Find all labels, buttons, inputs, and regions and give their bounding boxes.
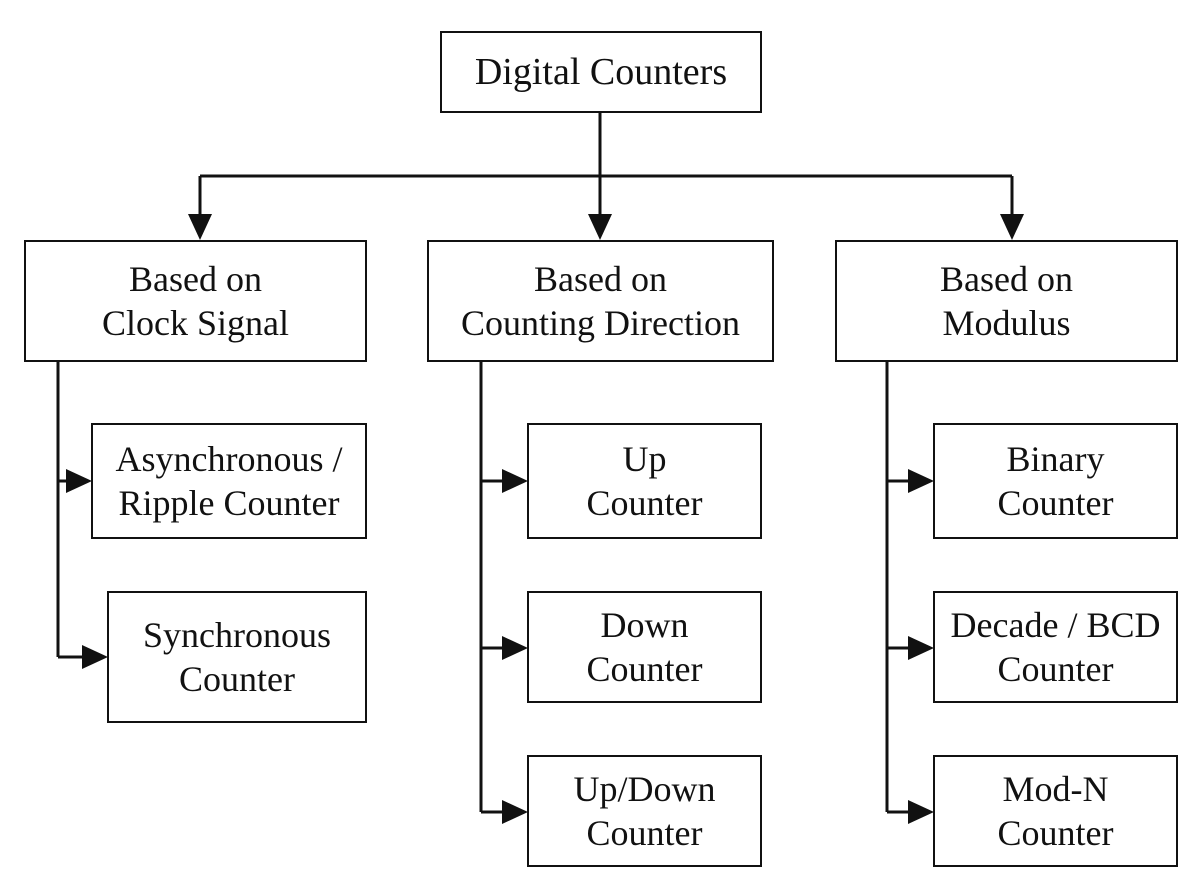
node-line-1: Asynchronous / <box>115 439 343 479</box>
node-line-2: Counter <box>997 483 1114 523</box>
node-line-2: Ripple Counter <box>118 483 340 523</box>
node-line-2: Counter <box>586 813 703 853</box>
modulus-child-3-arrowhead <box>908 800 934 824</box>
clock-child-1-arrowhead <box>66 469 92 493</box>
node-line-2: Counter <box>179 659 295 699</box>
node-binary-counter: Binary Counter <box>933 423 1178 539</box>
root-label: Digital Counters <box>474 51 728 93</box>
category-counting-direction: Based on Counting Direction <box>427 240 774 362</box>
node-line-1: Decade / BCD <box>950 605 1161 645</box>
node-mod-n-counter: Mod-N Counter <box>933 755 1178 867</box>
category-modulus-line-2: Modulus <box>942 303 1071 343</box>
node-line-2: Counter <box>997 813 1114 853</box>
category-direction-line-2: Counting Direction <box>461 303 740 343</box>
node-line-1: Up/Down <box>573 769 716 809</box>
node-line-2: Counter <box>586 483 703 523</box>
node-line-1: Up <box>622 439 667 479</box>
clock-arrowhead <box>188 214 212 240</box>
category-modulus: Based on Modulus <box>835 240 1178 362</box>
clock-child-2-arrowhead <box>82 645 108 669</box>
node-down-counter: Down Counter <box>527 591 762 703</box>
node-line-1: Down <box>600 605 689 645</box>
node-decade-bcd-counter: Decade / BCD Counter <box>933 591 1178 703</box>
direction-child-3-arrowhead <box>502 800 528 824</box>
modulus-child-1-arrowhead <box>908 469 934 493</box>
node-asynchronous-ripple-counter: Asynchronous / Ripple Counter <box>91 423 367 539</box>
category-clock-signal: Based on Clock Signal <box>24 240 367 362</box>
node-line-1: Synchronous <box>143 615 331 655</box>
node-line-2: Counter <box>586 649 703 689</box>
node-synchronous-counter: Synchronous Counter <box>107 591 367 723</box>
node-up-down-counter: Up/Down Counter <box>527 755 762 867</box>
node-line-2: Counter <box>997 649 1114 689</box>
category-clock-line-1: Based on <box>129 259 262 299</box>
direction-arrowhead <box>588 214 612 240</box>
category-clock-line-2: Clock Signal <box>102 303 289 343</box>
root-node: Digital Counters <box>440 31 762 113</box>
direction-child-1-arrowhead <box>502 469 528 493</box>
node-line-1: Mod-N <box>1002 769 1109 809</box>
category-direction-line-1: Based on <box>534 259 667 299</box>
node-line-1: Binary <box>1006 439 1105 479</box>
modulus-child-2-arrowhead <box>908 636 934 660</box>
category-modulus-line-1: Based on <box>940 259 1073 299</box>
modulus-arrowhead <box>1000 214 1024 240</box>
direction-child-2-arrowhead <box>502 636 528 660</box>
node-up-counter: Up Counter <box>527 423 762 539</box>
